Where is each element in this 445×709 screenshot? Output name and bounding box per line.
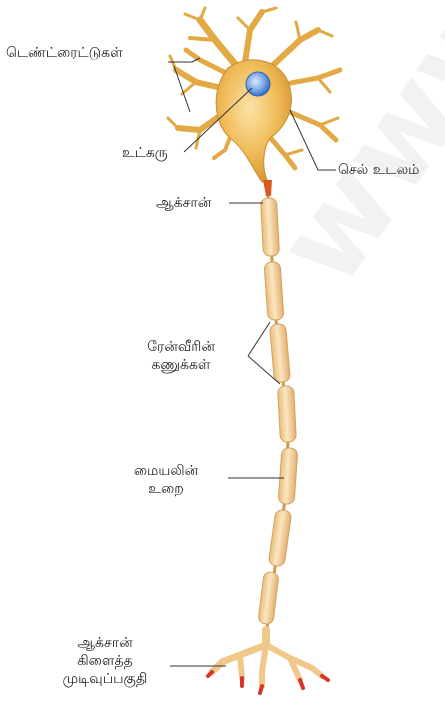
myelin-segment	[260, 198, 279, 257]
myelin-segment	[278, 448, 298, 505]
myelin-segment	[258, 571, 279, 624]
label-myelin-line2: உறை	[106, 480, 226, 498]
label-nucleus: உட்கரு	[122, 144, 168, 162]
label-nodes-of-ranvier: ரேன்வீரின் கணுக்கள்	[116, 338, 246, 374]
label-terminal-line2: கிளைத்த	[40, 652, 170, 670]
myelin-segment	[270, 323, 291, 382]
myelin-segment	[264, 262, 284, 321]
label-myelin-sheath: மையலின் உறை	[106, 462, 226, 498]
label-axon-terminals: ஆக்சான் கிளைத்த முடிவுப்பகுதி	[40, 634, 170, 688]
nucleus	[246, 72, 270, 96]
label-axon: ஆக்சான்	[156, 194, 211, 212]
myelin-sheath	[258, 198, 298, 625]
terminal-tips	[208, 672, 328, 693]
label-dendrites: டெண்ட்ரைட்டுகள்	[6, 44, 123, 62]
label-myelin-line1: மையலின்	[106, 462, 226, 480]
label-cell-body: செல் உடலம்	[338, 161, 419, 179]
axon-hillock	[263, 180, 272, 196]
label-terminal-line1: ஆக்சான்	[40, 634, 170, 652]
label-ranvier-line1: ரேன்வீரின்	[116, 338, 246, 356]
axon-terminals	[212, 630, 322, 686]
myelin-segment	[278, 386, 297, 443]
label-ranvier-line2: கணுக்கள்	[116, 356, 246, 374]
myelin-segment	[268, 509, 292, 567]
label-terminal-line3: முடிவுப்பகுதி	[40, 670, 170, 688]
